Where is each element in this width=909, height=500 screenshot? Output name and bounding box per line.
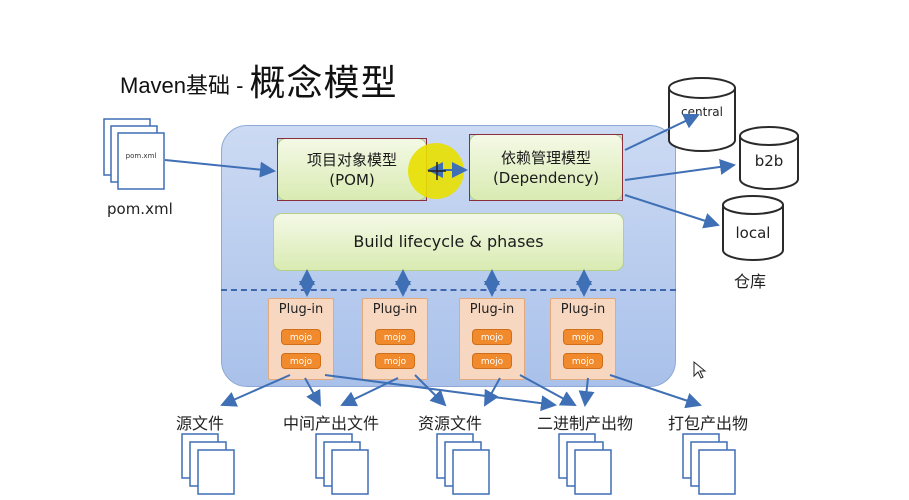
mojo-badge: mojo [472, 353, 512, 369]
pom-model-box: 项目对象模型 (POM) [277, 138, 427, 201]
output-label: 资源文件 [418, 414, 483, 433]
repo-local-label: local [735, 224, 771, 242]
title-main: 概念模型 [249, 63, 398, 104]
plugin-box: Plug-in mojo mojo [459, 298, 525, 380]
title-prefix: Maven基础 - [120, 73, 244, 98]
output-label: 中间产出文件 [283, 414, 380, 433]
dependency-model-line1: 依赖管理模型 [500, 148, 591, 167]
pom-model-line1: 项目对象模型 [306, 150, 397, 169]
page-title: Maven基础 - 概念模型 [120, 58, 398, 106]
pom-model-line2: (POM) [329, 170, 375, 189]
panel-divider [221, 289, 676, 291]
pom-file-doc-text: pom.xml [125, 152, 157, 160]
plugin-box: Plug-in mojo mojo [362, 298, 428, 380]
plugin-label: Plug-in [278, 302, 324, 317]
repo-b2b-cylinder [739, 126, 799, 190]
output-doc-icons [181, 433, 736, 495]
output-label: 打包产出物 [668, 414, 749, 433]
dependency-model-line2: (Dependency) [492, 168, 600, 187]
repo-b2b-label: b2b [754, 152, 784, 170]
mojo-badge: mojo [375, 329, 415, 345]
repositories-caption: 仓库 [734, 272, 767, 291]
mojo-badge: mojo [281, 329, 321, 345]
build-lifecycle-label: Build lifecycle & phases [353, 232, 544, 251]
mojo-badge: mojo [472, 329, 512, 345]
plugin-box: Plug-in mojo mojo [550, 298, 616, 380]
plugin-box: Plug-in mojo mojo [268, 298, 334, 380]
output-label: 源文件 [176, 414, 225, 433]
plugin-label: Plug-in [469, 302, 515, 317]
mojo-badge: mojo [563, 353, 603, 369]
pom-file-label: pom.xml [107, 200, 173, 218]
mouse-pointer-icon [693, 360, 707, 379]
pom-highlight-frame [277, 138, 427, 201]
pointer-highlight [408, 143, 464, 199]
plugin-label: Plug-in [372, 302, 418, 317]
mojo-badge: mojo [563, 329, 603, 345]
mojo-badge: mojo [281, 353, 321, 369]
build-lifecycle-box: Build lifecycle & phases [273, 213, 624, 271]
plugin-label: Plug-in [560, 302, 606, 317]
repo-local-cylinder [722, 195, 784, 261]
mojo-badge: mojo [375, 353, 415, 369]
dependency-highlight-frame [469, 134, 623, 201]
dependency-model-box: 依赖管理模型 (Dependency) [469, 134, 623, 201]
repo-central-label: central [681, 105, 723, 119]
output-label: 二进制产出物 [537, 414, 634, 433]
